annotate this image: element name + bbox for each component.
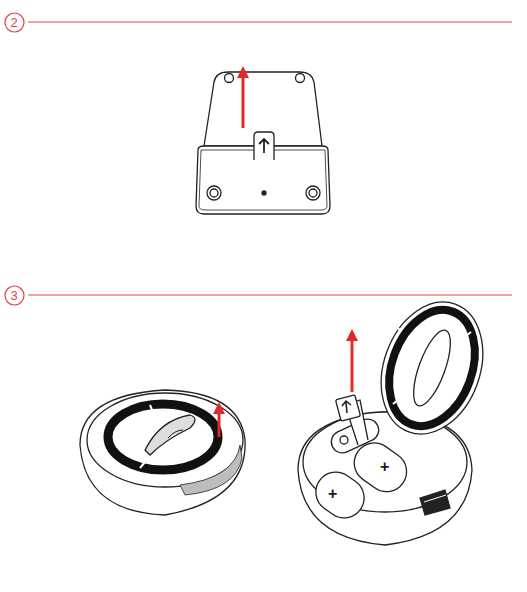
polarity-mark: + <box>380 459 389 475</box>
step-number-text: 2 <box>10 16 17 29</box>
step-circle-outline <box>5 13 24 32</box>
step-number: 3 <box>4 285 25 306</box>
step-number: 2 <box>4 12 25 33</box>
polarity-mark: + <box>328 486 337 502</box>
pull-arrow <box>351 335 354 392</box>
lift-arrow <box>218 408 221 437</box>
step-rule <box>28 295 512 296</box>
mouse-closed <box>80 390 245 515</box>
step-number-text: 3 <box>10 289 17 302</box>
step-circle-outline <box>5 286 24 305</box>
step-rule <box>28 22 512 23</box>
mouse-underside <box>196 72 330 214</box>
mouse-open <box>298 288 500 545</box>
pull-arrow <box>242 72 245 128</box>
